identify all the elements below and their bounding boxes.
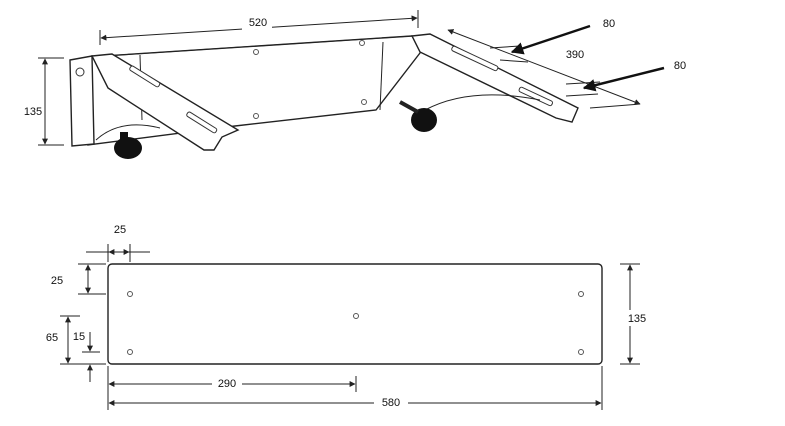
dim-65-label: 65: [46, 332, 58, 344]
left-mount-plate: [69, 55, 95, 147]
left-knob-icon: [114, 132, 142, 159]
dim-side-65: 65: [46, 315, 106, 365]
dim-slot-a: 80: [489, 18, 615, 63]
dim-135-top-label: 135: [24, 106, 42, 118]
dim-height-top: 135: [20, 57, 64, 146]
dim-580-label: 580: [382, 397, 400, 409]
dim-total-width: 580: [108, 366, 603, 410]
back-plate-holes: [253, 40, 367, 119]
dim-height-bottom: 135: [620, 263, 652, 365]
dim-80a-label: 80: [603, 18, 615, 30]
dim-slot-spacing: 390: [447, 29, 641, 109]
dim-hole-offset-y: 25: [51, 263, 106, 295]
left-mount-hole: [75, 67, 85, 77]
dim-135-bottom-label: 135: [628, 313, 646, 325]
dim-hole-offset-x: 25: [86, 224, 150, 262]
dim-80b-label: 80: [674, 60, 686, 72]
dim-25x-label: 25: [114, 224, 126, 236]
dim-15-label: 15: [73, 331, 85, 343]
flat-plate-holes: [127, 291, 584, 355]
dim-slot-b: 80: [565, 60, 686, 97]
bracket-3d-view: [69, 33, 579, 159]
dim-290-label: 290: [218, 378, 236, 390]
right-knob-icon: [399, 100, 437, 132]
dim-520-label: 520: [249, 17, 267, 29]
flat-plate-view: [107, 263, 603, 365]
dim-width-top: 520: [99, 10, 419, 45]
dim-side-15: 15: [73, 331, 100, 382]
dim-center: 290: [107, 366, 357, 410]
dim-390-label: 390: [566, 49, 584, 61]
dim-25y-label: 25: [51, 275, 63, 287]
